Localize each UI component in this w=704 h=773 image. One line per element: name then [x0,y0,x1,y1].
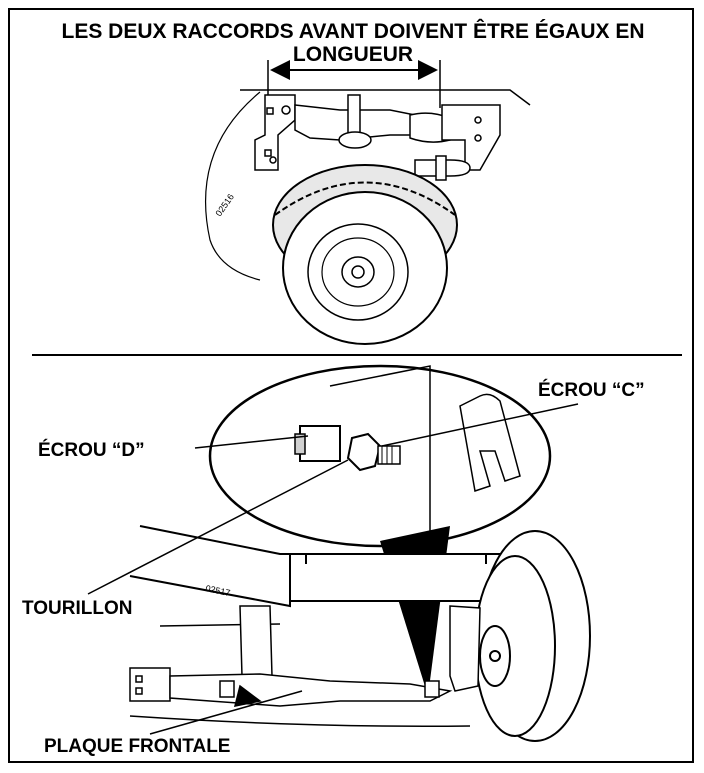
leader-nut-c [381,403,579,447]
label-nut-d: ÉCROU “D” [38,440,145,461]
leader-trunnion [87,459,349,595]
top-linkage [294,94,451,149]
bottom-wheel [474,530,591,742]
magnified-view [208,364,552,567]
label-front-plate: PLAQUE FRONTALE [44,736,231,757]
deck-edge [240,89,531,106]
section-divider [32,354,682,356]
deck-curve [204,91,261,281]
ground-line [129,715,471,728]
label-nut-c: ÉCROU “C” [538,380,645,401]
front-plate [169,673,453,707]
right-bracket [414,104,501,181]
top-figure-id: 02516 [213,192,236,218]
leader-front-plate [149,690,303,735]
bottom-brackets [129,605,481,702]
top-illustration: 02516 [204,60,531,345]
bottom-illustration: 02517 [87,364,591,742]
title-line-1: LES DEUX RACCORDS AVANT DOIVENT ÊTRE ÉGA… [61,20,645,43]
magnify-cone [380,526,450,696]
left-bracket [254,94,296,171]
top-wheel [272,164,458,345]
label-trunnion: TOURILLON [22,598,133,619]
diagram-frame: LES DEUX RACCORDS AVANT DOIVENT ÊTRE ÉGA… [8,8,694,763]
leader-nut-d [194,435,309,449]
